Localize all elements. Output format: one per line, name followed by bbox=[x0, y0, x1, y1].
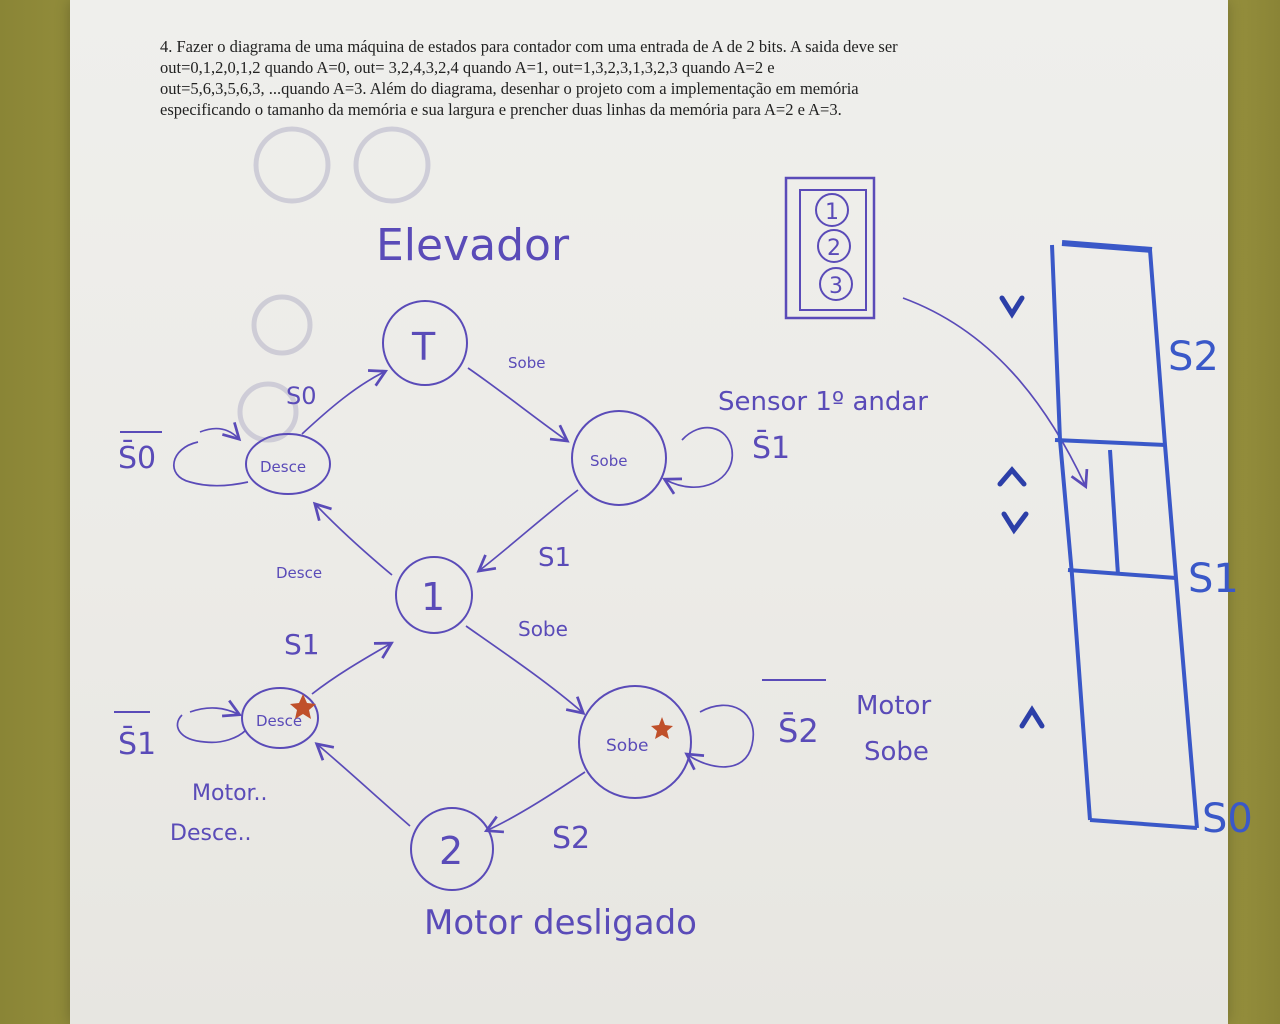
motor-sobe-note-1: Motor bbox=[856, 691, 931, 721]
state-bottom: 2 bbox=[410, 807, 494, 891]
label-middle-to-desce: Desce bbox=[276, 564, 322, 582]
negation-overbars bbox=[114, 431, 826, 713]
state-sobe-lower-label: Sobe bbox=[606, 736, 648, 756]
panel-button-2: 2 bbox=[827, 236, 841, 261]
state-sobe-lower: Sobe bbox=[578, 685, 692, 799]
panel-button-3: 3 bbox=[829, 274, 843, 299]
label-sobe-lower-self: S̄2 bbox=[778, 711, 819, 750]
label-top-to-sobe: Sobe bbox=[508, 354, 545, 372]
state-middle: 1 bbox=[395, 556, 473, 634]
label-desce-lower-to-middle: S1 bbox=[284, 628, 320, 661]
annotations: Sensor 1º andar Motor Sobe Motor.. Desce… bbox=[170, 387, 931, 943]
label-desce-to-top: S0 bbox=[286, 382, 317, 410]
elevator-shaft bbox=[1050, 240, 1199, 830]
state-top: T bbox=[382, 300, 468, 386]
state-desce-upper-label: Desce bbox=[260, 458, 306, 476]
state-desce-upper: Desce bbox=[245, 433, 331, 495]
label-sobe-to-middle: S1 bbox=[538, 543, 571, 573]
label-sobe-upper-self: S̄1 bbox=[752, 430, 790, 466]
transition-arrows bbox=[173, 367, 755, 834]
motor-desce-note-1: Motor.. bbox=[192, 781, 268, 806]
state-desce-lower-label: Desce bbox=[256, 712, 302, 730]
motor-desce-note-2: Desce.. bbox=[170, 821, 252, 846]
state-sobe-upper: Sobe bbox=[571, 410, 667, 506]
state-bottom-label: 2 bbox=[439, 829, 463, 873]
shaft-labels: S2 S1 S0 bbox=[1168, 334, 1253, 842]
diagram-title: Elevador bbox=[376, 220, 570, 271]
panel-button-1: 1 bbox=[825, 200, 839, 225]
motor-desligado-note: Motor desligado bbox=[424, 903, 697, 943]
label-sobe-lower-to-bottom: S2 bbox=[552, 821, 590, 856]
star-marks bbox=[290, 694, 673, 739]
faint-marks bbox=[237, 126, 431, 443]
state-middle-label: 1 bbox=[421, 575, 445, 619]
panel-to-shaft-arrow bbox=[902, 297, 1089, 490]
paper-sheet bbox=[70, 0, 1228, 1024]
label-desce-upper-self: S̄0 bbox=[118, 440, 156, 476]
shaft-label-s1: S1 bbox=[1188, 556, 1239, 602]
motor-sobe-note-2: Sobe bbox=[864, 737, 929, 767]
question-text: 4. Fazer o diagrama de uma máquina de es… bbox=[160, 37, 898, 119]
state-sobe-upper-label: Sobe bbox=[590, 452, 627, 470]
sensor-note: Sensor 1º andar bbox=[718, 387, 928, 417]
state-top-label: T bbox=[411, 325, 436, 369]
label-middle-to-sobe: Sobe bbox=[518, 617, 568, 641]
shaft-direction-marks bbox=[997, 295, 1045, 729]
state-desce-lower: Desce bbox=[241, 687, 319, 749]
elevator-call-panel: 1 2 3 bbox=[784, 176, 876, 320]
shaft-label-s0: S0 bbox=[1202, 796, 1253, 842]
shaft-label-s2: S2 bbox=[1168, 334, 1219, 380]
label-desce-lower-self: S̄1 bbox=[118, 726, 156, 762]
transition-labels: S0 Sobe S̄1 S1 Desce Sobe S̄0 S1 S̄1 S̄2… bbox=[118, 354, 819, 856]
